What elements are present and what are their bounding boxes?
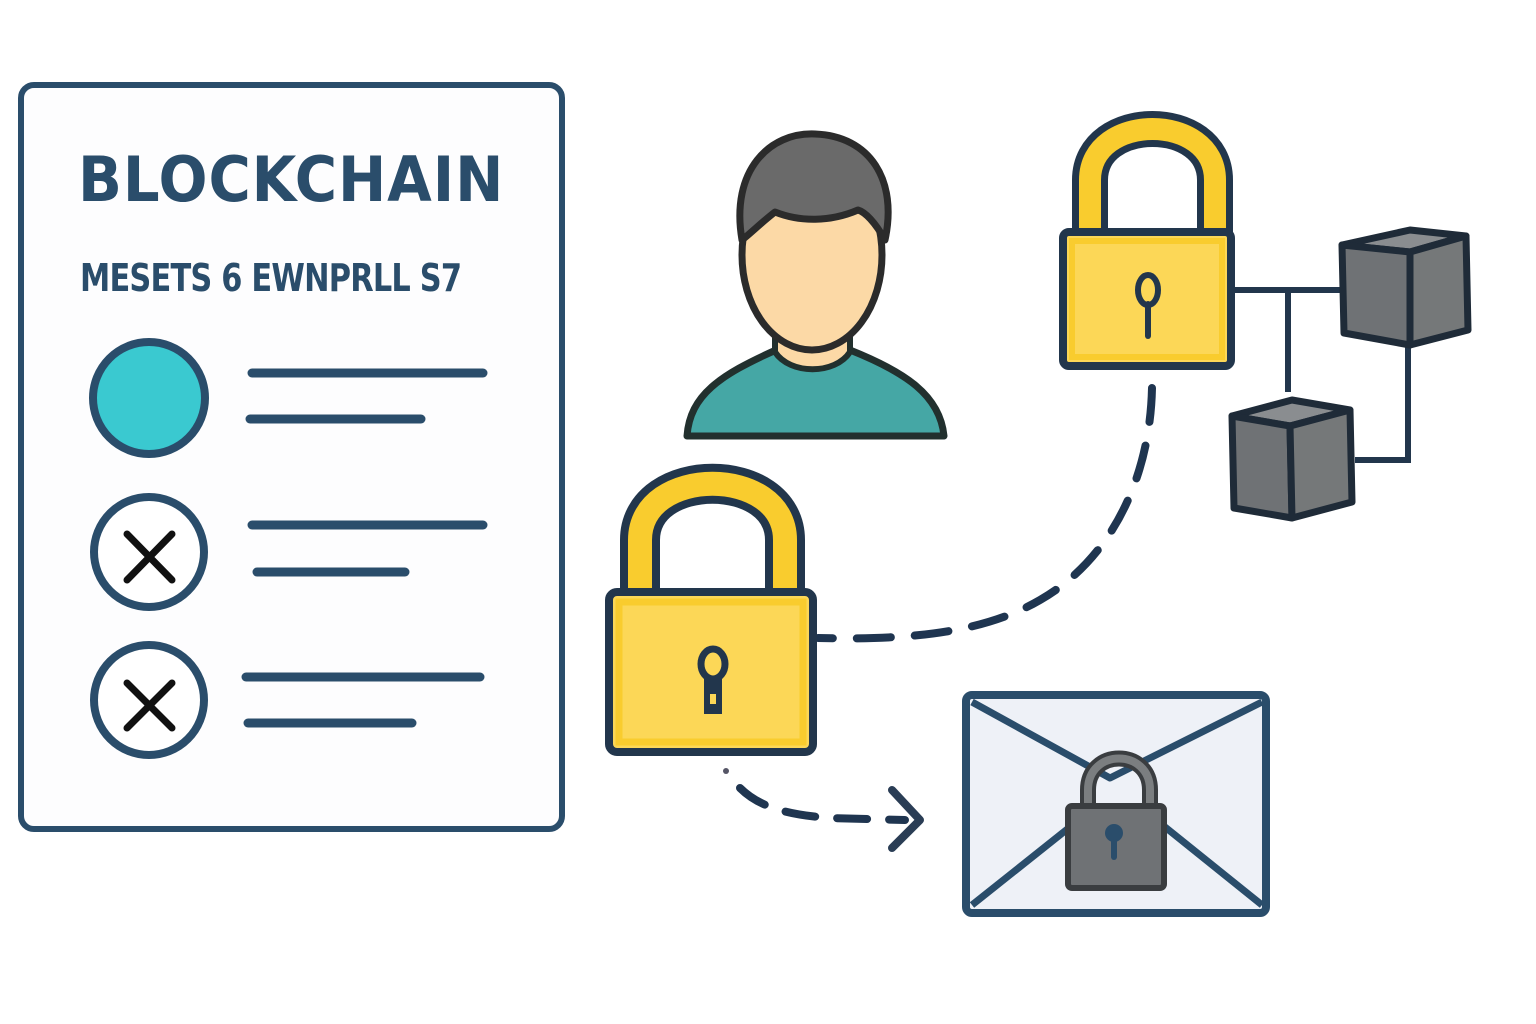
locked-envelope-icon — [962, 691, 1270, 917]
x-circle-icon — [90, 493, 208, 611]
chain-connector — [1235, 287, 1411, 463]
filled-circle-icon — [89, 338, 209, 458]
x-circle-icon — [90, 641, 208, 759]
padlock-icon — [1059, 111, 1235, 370]
list-item — [89, 338, 488, 458]
list-item — [90, 493, 488, 611]
card-subtitle: MESETS 6 EWNPRLL S7 — [80, 256, 462, 300]
list-item — [90, 641, 485, 759]
padlock-icon — [605, 463, 817, 756]
card-title: BLOCKCHAIN — [78, 143, 505, 216]
dashed-connection — [814, 384, 1156, 643]
dashed-arrow — [723, 768, 924, 852]
block-cube-icon — [1338, 226, 1472, 349]
user-avatar-icon — [683, 130, 948, 440]
block-cube-icon — [1228, 396, 1356, 522]
